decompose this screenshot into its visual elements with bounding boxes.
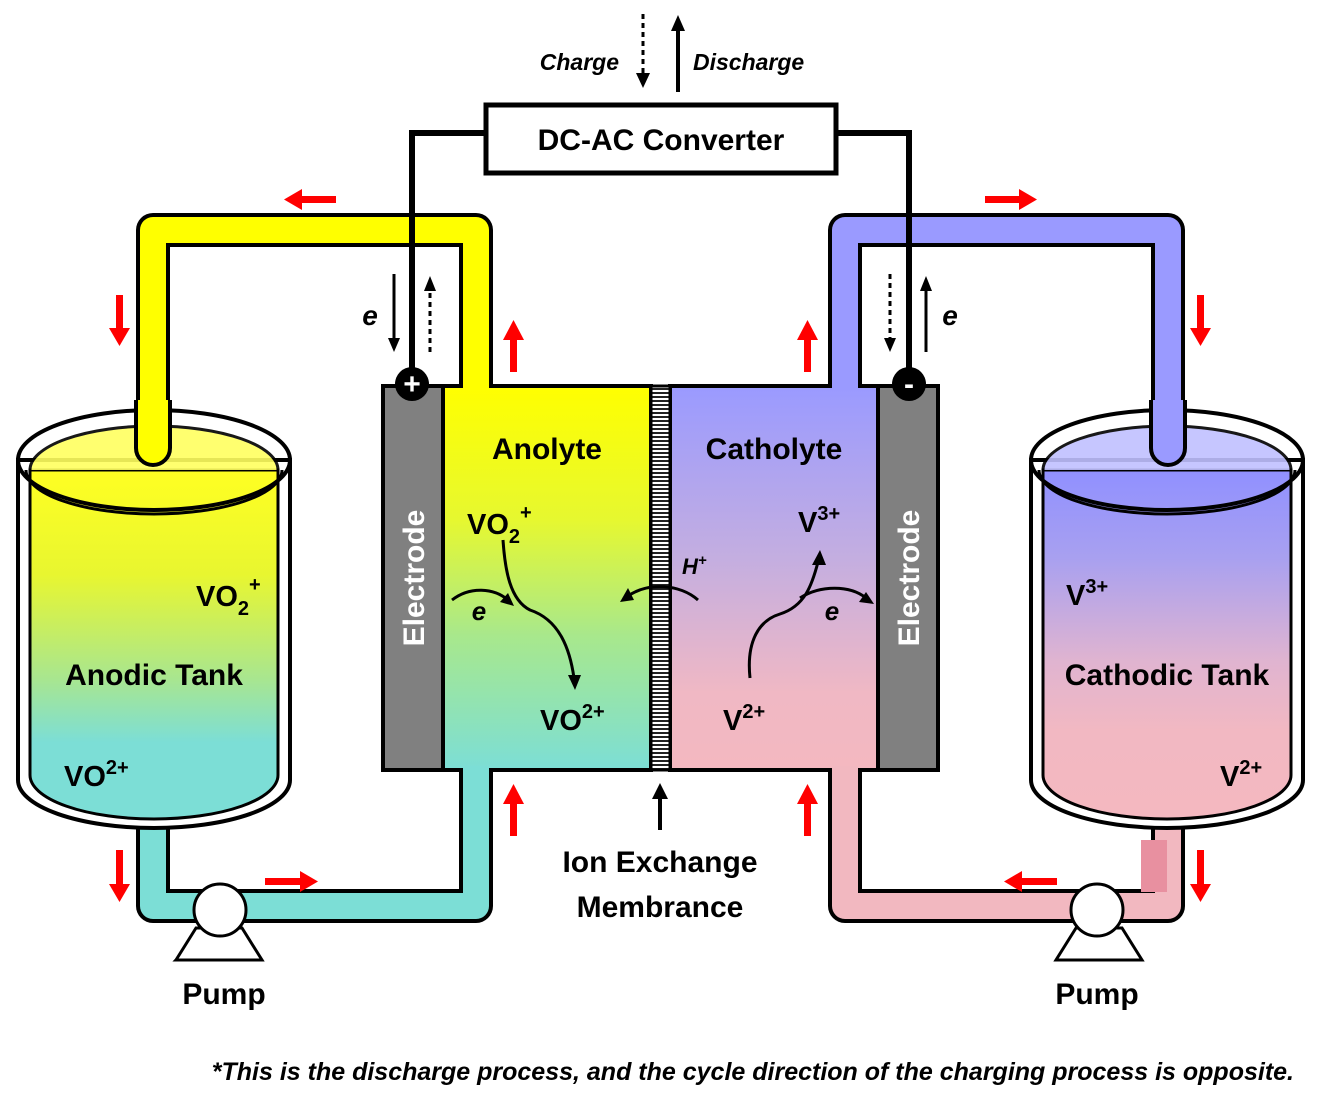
flow-arrow-down-icon — [1190, 295, 1211, 346]
flow-arrow-down-icon — [109, 295, 130, 346]
discharge-label: Discharge — [693, 49, 804, 75]
cathodic-tank-title: Cathodic Tank — [1065, 659, 1270, 692]
flow-arrow-down-icon — [1190, 850, 1211, 902]
anolyte-title: Anolyte — [492, 433, 602, 466]
charge-discharge-arrows — [636, 14, 685, 92]
electrode-left-label: Electrode — [398, 510, 431, 647]
membrane-label-line2: Membrance — [577, 891, 744, 924]
flow-arrow-down-icon — [109, 850, 130, 902]
pump-right-label: Pump — [1055, 978, 1138, 1011]
anodic-tank-species-top: VO2+ — [196, 574, 261, 620]
cathodic-tank-species-bottom: V2+ — [1220, 757, 1262, 793]
electron-arrows — [388, 274, 932, 352]
catholyte-title: Catholyte — [706, 433, 843, 466]
electrode-left — [381, 384, 445, 772]
anolyte-species-top: VO2+ — [467, 502, 532, 548]
flow-arrow-right-icon — [265, 871, 318, 892]
electrode-right-label: Electrode — [893, 510, 926, 647]
anodic-tank — [16, 400, 292, 830]
negative-terminal — [892, 367, 926, 401]
anolyte-electron-label: e — [472, 596, 486, 626]
cathodic-tank — [1029, 400, 1305, 830]
external-circuit: + - — [395, 102, 926, 401]
converter-label: DC-AC Converter — [538, 124, 785, 157]
catholyte-species-top: V3+ — [798, 503, 840, 539]
electron-label-right: e — [942, 300, 958, 331]
positive-terminal — [395, 367, 429, 401]
flow-arrow-up-icon — [797, 784, 818, 836]
flow-arrow-right-icon — [985, 189, 1037, 210]
flow-arrow-up-icon — [503, 784, 524, 836]
cathodic-tank-species-top: V3+ — [1066, 576, 1108, 612]
membrane-pointer-arrow — [652, 783, 668, 830]
flow-arrow-up-icon — [503, 320, 524, 372]
pump-left-label: Pump — [182, 978, 265, 1011]
proton-label: H+ — [682, 552, 707, 579]
flow-arrow-up-icon — [797, 320, 818, 372]
flow-arrow-left-icon — [284, 189, 336, 210]
anodic-tank-species-bottom: VO2+ — [64, 757, 129, 793]
pipes — [136, 213, 1185, 923]
pump-right-icon — [1053, 882, 1145, 962]
positive-terminal-symbol: + — [403, 368, 421, 401]
electron-label-left: e — [362, 300, 378, 331]
pump-left-icon — [172, 882, 265, 962]
footnote: *This is the discharge process, and the … — [212, 1058, 1294, 1086]
catholyte-species-bottom: V2+ — [723, 701, 765, 737]
charge-label: Charge — [540, 49, 619, 75]
electrochemical-cell — [381, 376, 940, 780]
membrane — [649, 384, 672, 772]
anodic-tank-title: Anodic Tank — [65, 659, 243, 692]
negative-terminal-symbol: - — [904, 368, 914, 401]
flow-arrow-left-icon — [1004, 871, 1057, 892]
converter-box — [483, 102, 839, 176]
membrane-label-line1: Ion Exchange — [562, 846, 757, 879]
reaction-arrows — [451, 539, 874, 690]
anolyte-species-bottom: VO2+ — [540, 701, 605, 737]
catholyte-electron-label: e — [825, 596, 839, 626]
flow-arrows — [109, 189, 1211, 902]
